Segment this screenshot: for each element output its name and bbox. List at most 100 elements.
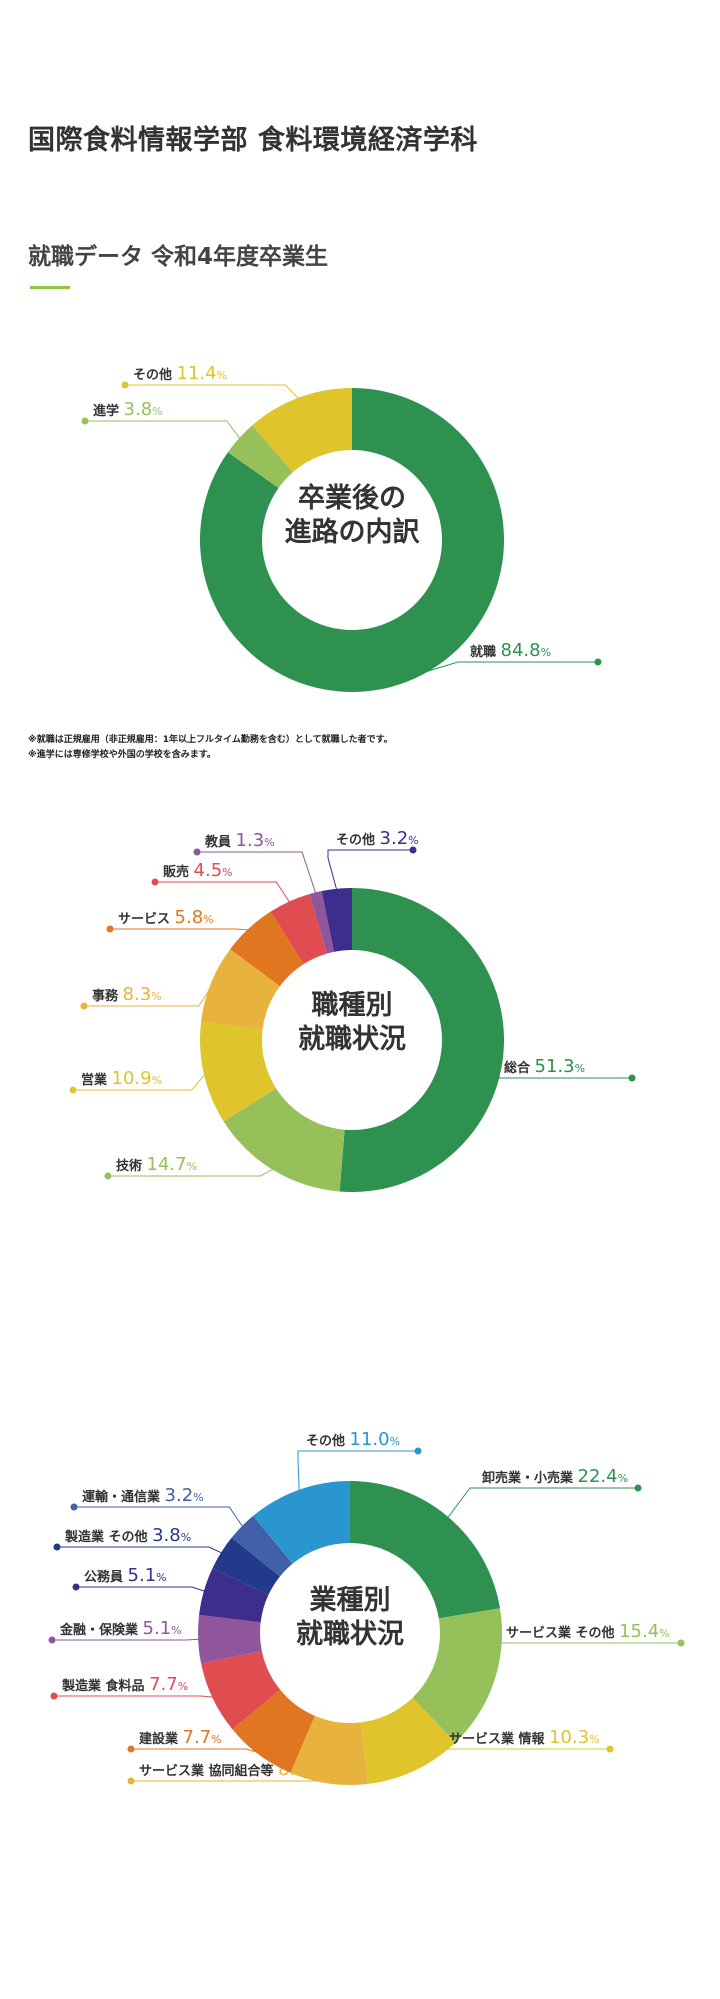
industry-slice-5 (201, 1650, 281, 1730)
industry-label-text-4: 建設業 7.7% (139, 1727, 222, 1748)
jobtype-category-6: 教員 (204, 834, 236, 850)
jobtype-slice-0 (339, 888, 505, 1192)
industry-unit-3: % (307, 1765, 317, 1778)
industry-leader-dot-5 (50, 1692, 58, 1700)
career-category-0: 就職 (470, 644, 501, 660)
jobtype-category-7: その他 (336, 832, 380, 848)
industry-unit-1: % (659, 1627, 669, 1640)
industry-leader-dot-2 (606, 1745, 614, 1753)
career-slice-2 (252, 388, 352, 473)
industry-label-text-7: 公務員 5.1% (84, 1565, 167, 1586)
jobtype-leader-dot-0 (628, 1074, 636, 1082)
industry-label-text-5: 製造業 食料品 7.7% (61, 1674, 188, 1695)
career-center-title-0: 卒業後の (298, 482, 406, 514)
industry-leader-dot-7 (72, 1583, 80, 1591)
industry-label-5: 製造業 食料品 7.7% (50, 1674, 215, 1700)
jobtype-label-text-3: 事務 8.3% (92, 984, 162, 1005)
industry-category-7: 公務員 (84, 1569, 128, 1585)
industry-center-title-1: 就職状況 (296, 1619, 404, 1650)
jobtype-slice-1 (223, 1088, 345, 1192)
jobtype-value-1: 14.7 (147, 1154, 187, 1175)
jobtype-unit-6: % (264, 836, 274, 849)
industry-unit-4: % (211, 1733, 221, 1746)
industry-leader-dot-3 (127, 1777, 135, 1785)
job-type-donut-chart: 総合 51.3%技術 14.7%営業 10.9%事務 8.3%サービス 5.8%… (69, 828, 636, 1192)
industry-leader-dot-9 (70, 1503, 78, 1511)
industry-unit-10: % (390, 1435, 400, 1448)
industry-slice-0 (350, 1481, 500, 1619)
jobtype-label-text-2: 営業 10.9% (81, 1068, 162, 1089)
industry-category-10: その他 (306, 1433, 350, 1449)
jobtype-label-4: サービス 5.8% (106, 907, 251, 933)
jobtype-label-text-5: 販売 4.5% (163, 860, 233, 881)
industry-label-6: 金融・保険業 5.1% (48, 1618, 201, 1644)
jobtype-center-title-0: 職種別 (312, 990, 393, 1021)
industry-value-10: 11.0 (350, 1429, 390, 1450)
industry-category-3: サービス業 協同組合等 (139, 1763, 278, 1779)
industry-slice-4 (232, 1689, 315, 1773)
jobtype-label-text-4: サービス 5.8% (118, 907, 214, 928)
industry-leader-dot-0 (634, 1484, 642, 1492)
industry-slice-10 (253, 1481, 350, 1564)
accent-underline (30, 286, 70, 289)
industry-category-2: サービス業 情報 (449, 1731, 549, 1747)
industry-value-1: 15.4 (619, 1621, 659, 1642)
career-label-text-2: その他 11.4% (133, 363, 227, 384)
jobtype-leader-dot-7 (409, 846, 417, 854)
industry-slice-8 (212, 1537, 280, 1595)
jobtype-unit-5: % (222, 866, 232, 879)
jobtype-category-5: 販売 (163, 864, 194, 880)
jobtype-slice-3 (201, 949, 280, 1030)
industry-label-text-1: サービス業 その他 15.4% (506, 1621, 670, 1642)
industry-label-9: 運輸・通信業 3.2% (70, 1485, 244, 1528)
industry-label-0: 卸売業・小売業 22.4% (446, 1466, 642, 1519)
jobtype-value-4: 5.8 (175, 907, 204, 928)
industry-leader-line-2 (413, 1748, 610, 1769)
jobtype-unit-1: % (187, 1160, 197, 1173)
jobtype-leader-dot-4 (106, 925, 114, 933)
jobtype-leader-dot-6 (193, 848, 201, 856)
career-unit-1: % (152, 405, 162, 418)
jobtype-value-5: 4.5 (194, 860, 223, 881)
industry-unit-8: % (181, 1531, 191, 1544)
career-category-2: その他 (133, 367, 177, 383)
industry-slice-9 (231, 1515, 293, 1577)
industry-value-6: 5.1 (143, 1618, 172, 1639)
career-leader-dot-0 (594, 658, 602, 666)
industry-label-1: サービス業 その他 15.4% (491, 1621, 685, 1681)
jobtype-label-text-7: その他 3.2% (336, 828, 419, 849)
career-unit-0: % (541, 646, 551, 659)
jobtype-value-2: 10.9 (112, 1068, 152, 1089)
career-label-1: 進学 3.8% (81, 399, 242, 440)
industry-category-4: 建設業 (139, 1731, 183, 1747)
career-slice-1 (227, 425, 293, 489)
industry-leader-dot-8 (53, 1543, 61, 1551)
jobtype-label-7: その他 3.2% (327, 828, 419, 891)
career-value-1: 3.8 (124, 399, 153, 420)
jobtype-leader-dot-5 (151, 878, 159, 886)
jobtype-center-title-1: 就職状況 (298, 1024, 406, 1055)
industry-label-text-10: その他 11.0% (306, 1429, 400, 1450)
jobtype-leader-line-2 (73, 1072, 207, 1091)
industry-unit-7: % (156, 1571, 166, 1584)
industry-slice-7 (199, 1568, 269, 1623)
jobtype-label-6: 教員 1.3% (193, 830, 317, 895)
jobtype-unit-7: % (408, 834, 418, 847)
jobtype-category-4: サービス (118, 911, 175, 927)
industry-category-1: サービス業 その他 (506, 1625, 619, 1641)
career-label-0: 就職 84.8% (420, 640, 602, 674)
industry-center-title-0: 業種別 (310, 1585, 391, 1616)
industry-value-5: 7.7 (149, 1674, 178, 1695)
career-leader-line-1 (85, 420, 242, 440)
jobtype-leader-line-4 (110, 928, 251, 931)
industry-category-6: 金融・保険業 (59, 1622, 143, 1638)
industry-category-9: 運輸・通信業 (82, 1489, 165, 1505)
jobtype-leader-dot-1 (104, 1172, 112, 1180)
industry-category-0: 卸売業・小売業 (482, 1470, 578, 1486)
industry-slice-1 (412, 1608, 502, 1743)
jobtype-label-1: 技術 14.7% (104, 1154, 275, 1180)
footnote-further-study: ※進学には専修学校や外国の学校を含みます。 (28, 750, 216, 760)
jobtype-slice-6 (309, 891, 335, 954)
industry-unit-0: % (618, 1472, 628, 1485)
industry-value-8: 3.8 (152, 1525, 181, 1546)
